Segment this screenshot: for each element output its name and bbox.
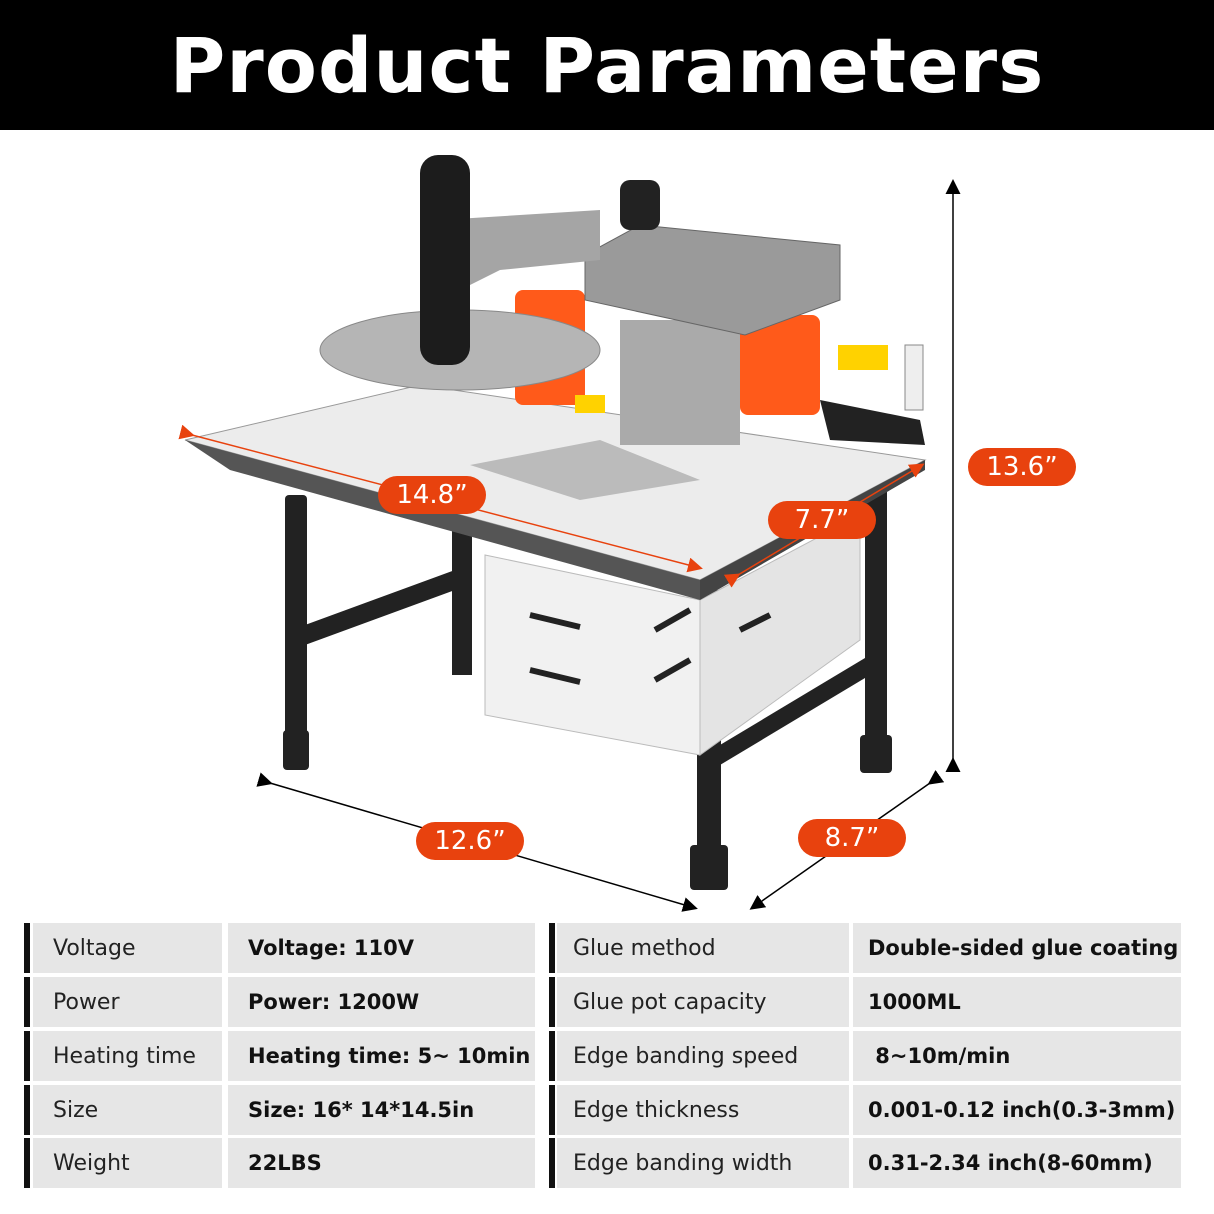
row-marker — [24, 1138, 30, 1188]
spec-value: Voltage: 110V — [228, 923, 535, 973]
row-marker — [549, 977, 555, 1027]
dimension-label-base-width: 8.7” — [798, 819, 906, 857]
spec-row: Edge banding speed 8~10m/min — [549, 1031, 1181, 1081]
page-title: Product Parameters — [169, 20, 1045, 110]
header-banner: Product Parameters — [0, 0, 1214, 130]
spec-value: 0.001-0.12 inch(0.3-3mm) — [853, 1085, 1181, 1135]
dimension-label-top-length: 14.8” — [378, 476, 486, 514]
spec-label: Edge banding width — [557, 1138, 849, 1188]
row-marker — [549, 1085, 555, 1135]
spec-value: 22LBS — [228, 1138, 535, 1188]
dimension-label-top-width: 7.7” — [768, 501, 876, 539]
spec-value: Power: 1200W — [228, 977, 535, 1027]
spec-label: Voltage — [33, 923, 222, 973]
spec-value: 0.31-2.34 inch(8-60mm) — [853, 1138, 1181, 1188]
spec-value: 8~10m/min — [853, 1031, 1181, 1081]
row-marker — [24, 977, 30, 1027]
spec-label: Weight — [33, 1138, 222, 1188]
row-marker — [24, 1031, 30, 1081]
spec-label: Edge banding speed — [557, 1031, 849, 1081]
spec-label: Glue method — [557, 923, 849, 973]
row-marker — [549, 1031, 555, 1081]
spec-value: Size: 16* 14*14.5in — [228, 1085, 535, 1135]
row-marker — [549, 923, 555, 973]
spec-label: Size — [33, 1085, 222, 1135]
product-image-edge-banding-machine — [178, 155, 961, 912]
machine-body — [319, 155, 925, 445]
spec-value: 1000ML — [853, 977, 1181, 1027]
spec-value: Double-sided glue coating — [853, 923, 1181, 973]
spec-label: Heating time — [33, 1031, 222, 1081]
row-marker — [24, 923, 30, 973]
dimension-label-height: 13.6” — [968, 448, 1076, 486]
spec-value: Heating time: 5~ 10min — [228, 1031, 535, 1081]
dimension-label-base-length: 12.6” — [416, 822, 524, 860]
row-marker — [24, 1085, 30, 1135]
spec-label: Power — [33, 977, 222, 1027]
spec-label: Edge thickness — [557, 1085, 849, 1135]
spec-label: Glue pot capacity — [557, 977, 849, 1027]
row-marker — [549, 1138, 555, 1188]
